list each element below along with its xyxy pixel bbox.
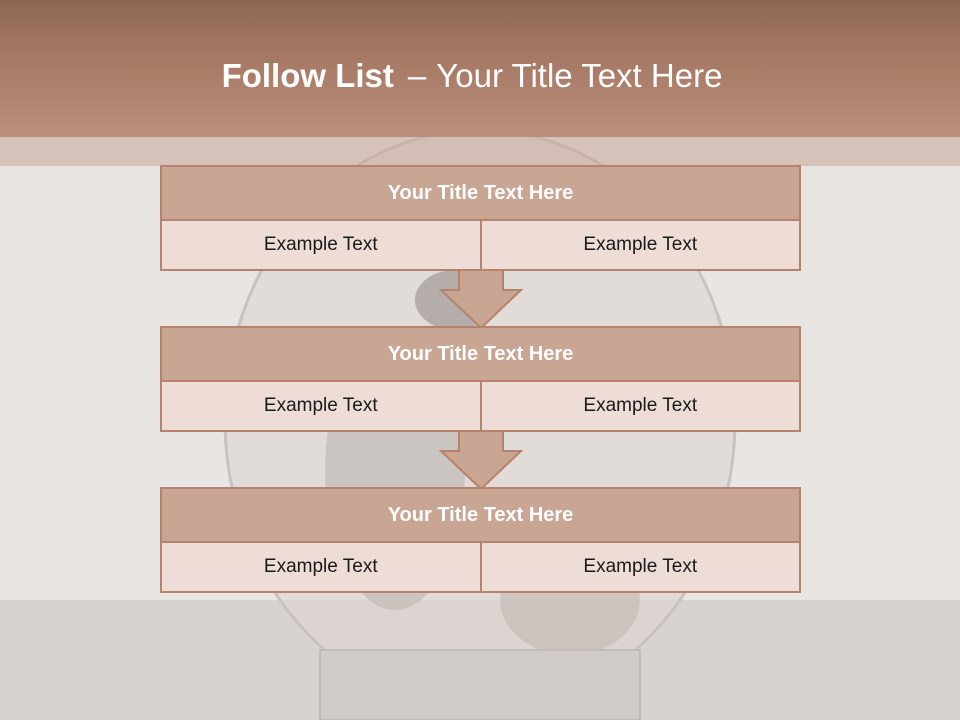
title-bar bbox=[0, 0, 960, 137]
block-cell-left[interactable]: Example Text bbox=[160, 543, 482, 593]
block-cell-right[interactable]: Example Text bbox=[481, 221, 801, 271]
block-cell-right[interactable]: Example Text bbox=[481, 382, 801, 432]
block-title[interactable]: Your Title Text Here bbox=[160, 165, 801, 221]
block-cell-left[interactable]: Example Text bbox=[160, 382, 482, 432]
slide-title-rest: Your Title Text Here bbox=[436, 57, 723, 94]
slide-title-bold: Follow List bbox=[221, 57, 394, 94]
list-block-1: Your Title Text Here Example Text Exampl… bbox=[160, 165, 801, 271]
title-bar-strip bbox=[0, 137, 960, 166]
list-block-3: Your Title Text Here Example Text Exampl… bbox=[160, 487, 801, 593]
block-title[interactable]: Your Title Text Here bbox=[160, 487, 801, 543]
down-arrow-icon bbox=[438, 431, 524, 491]
list-block-2: Your Title Text Here Example Text Exampl… bbox=[160, 326, 801, 432]
block-cell-left[interactable]: Example Text bbox=[160, 221, 482, 271]
block-title[interactable]: Your Title Text Here bbox=[160, 326, 801, 382]
block-cell-right[interactable]: Example Text bbox=[481, 543, 801, 593]
slide-title: Follow List–Your Title Text Here bbox=[0, 52, 944, 100]
block-row: Example Text Example Text bbox=[160, 221, 801, 271]
slide-title-separator: – bbox=[407, 57, 427, 94]
down-arrow-icon bbox=[438, 270, 524, 330]
block-row: Example Text Example Text bbox=[160, 382, 801, 432]
block-row: Example Text Example Text bbox=[160, 543, 801, 593]
